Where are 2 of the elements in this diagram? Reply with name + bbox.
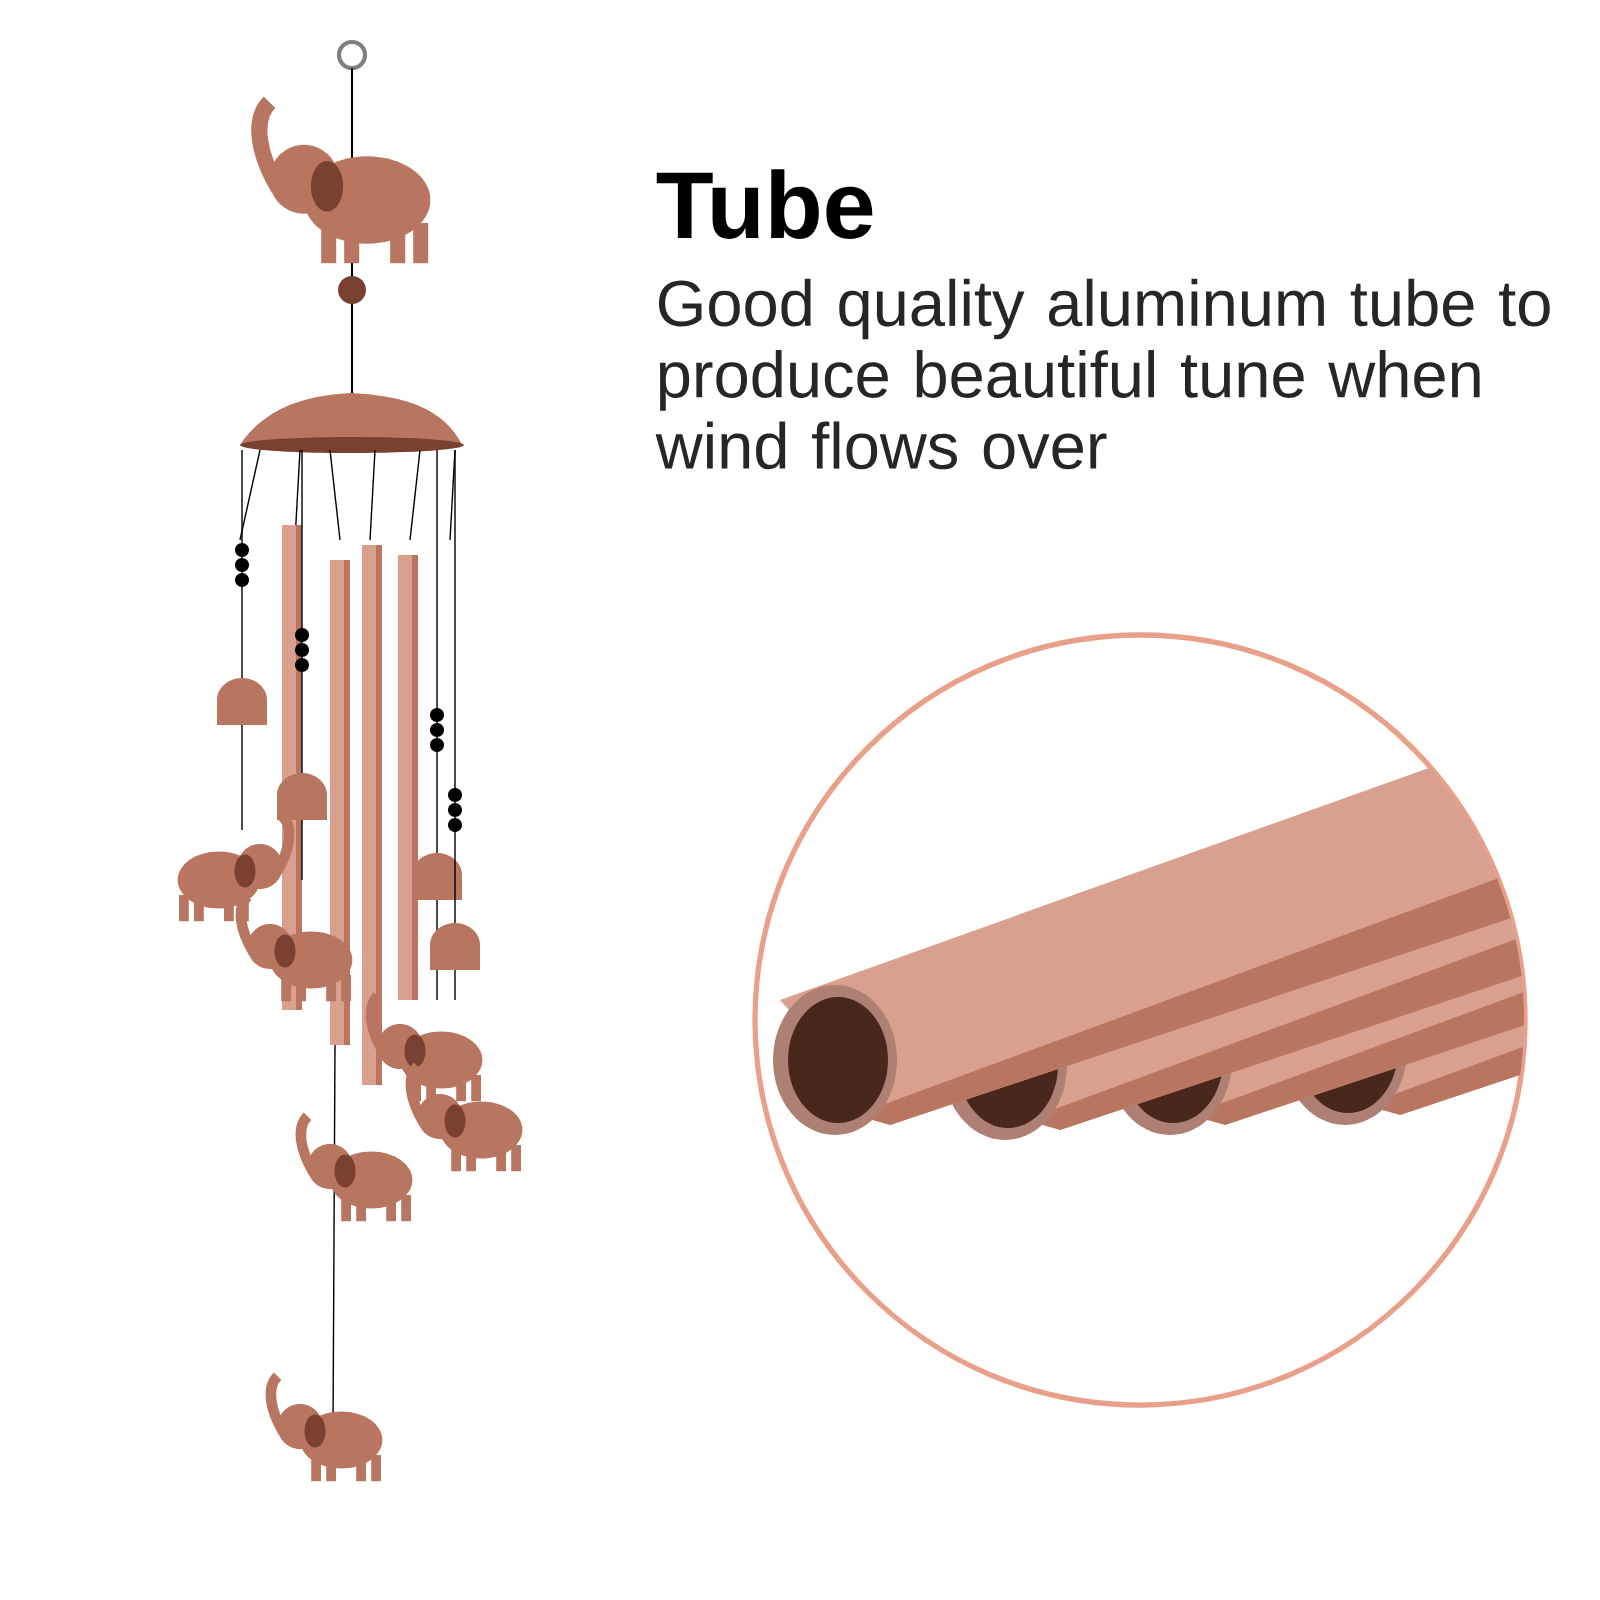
description: Good quality aluminum tube to produce beautiful tune when wind flows over (655, 278, 1550, 470)
heading: Tube (656, 169, 873, 239)
